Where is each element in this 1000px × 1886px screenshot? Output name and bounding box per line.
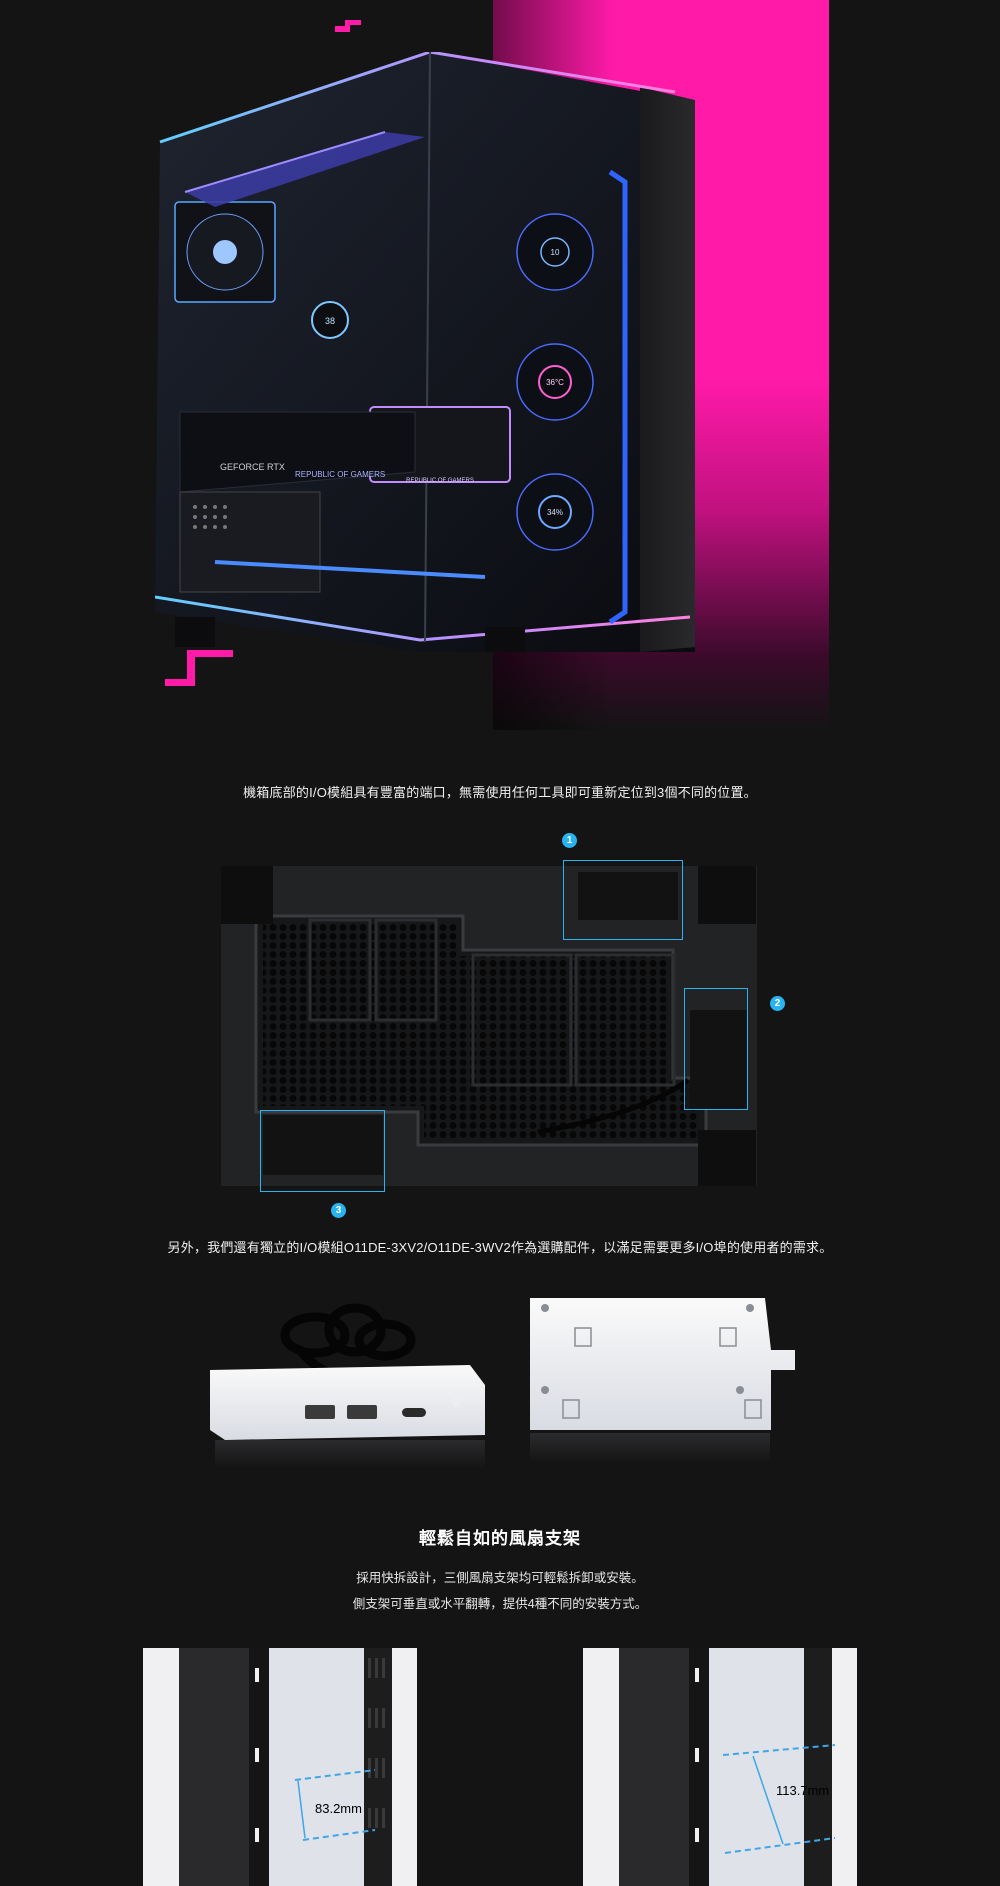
dimension-label-2: 113.7mm [776, 1783, 829, 1798]
fan-bracket-image-1: 83.2mm [143, 1648, 417, 1886]
ram-label: REPUBLIC OF GAMERS [406, 478, 474, 484]
pump-display: 38 [325, 316, 335, 326]
io-position-3-box [260, 1110, 385, 1192]
io-panel-diagram [218, 860, 760, 1192]
fan-section-line-2: 側支架可垂直或水平翻轉，提供4種不同的安裝方式。 [352, 1597, 648, 1611]
io-module-accessory-image [210, 1298, 795, 1468]
case-bottom-image [221, 866, 757, 1186]
io-caption: 機箱底部的I/O模組具有豐富的端口，無需使用任何工具即可重新定位到3個不同的位置… [243, 785, 757, 800]
accessory-caption: 另外，我們還有獨立的I/O模組O11DE-3XV2/O11DE-3WV2作為選購… [167, 1240, 833, 1255]
gpu-label: GEFORCE RTX [220, 462, 285, 472]
dimension-label-1: 83.2mm [315, 1801, 362, 1816]
fan-bracket-photo-2: 113.7mm [583, 1648, 857, 1886]
fan-bracket-photo-1: 83.2mm [143, 1648, 417, 1886]
io-badge-1: 1 [562, 833, 577, 848]
accessory-image [205, 1290, 800, 1470]
pc-case-image: 38 REPUBLIC OF GAMERS GEFORCE RTX REPUBL… [155, 52, 695, 652]
fan-speed-display: 34% [547, 508, 563, 517]
io-position-1-box [563, 860, 683, 940]
pink-step-decoration [335, 20, 361, 32]
fan-section-title: 輕鬆自如的風扇支架 [419, 1529, 581, 1548]
io-badge-3: 3 [331, 1203, 346, 1218]
brand-label: REPUBLIC OF GAMERS [295, 470, 385, 479]
fan-section-line-1: 採用快拆設計，三側風扇支架均可輕鬆拆卸或安裝。 [356, 1571, 644, 1585]
io-badge-2: 2 [770, 996, 785, 1011]
fan-temp-display: 36°C [546, 378, 564, 387]
hero-banner: 38 REPUBLIC OF GAMERS GEFORCE RTX REPUBL… [0, 0, 1000, 730]
io-position-2-box [684, 988, 748, 1110]
pink-step-decoration [165, 650, 233, 686]
fan-bracket-image-2: 113.7mm [583, 1648, 857, 1886]
fan-display-top: 10 [551, 248, 560, 257]
